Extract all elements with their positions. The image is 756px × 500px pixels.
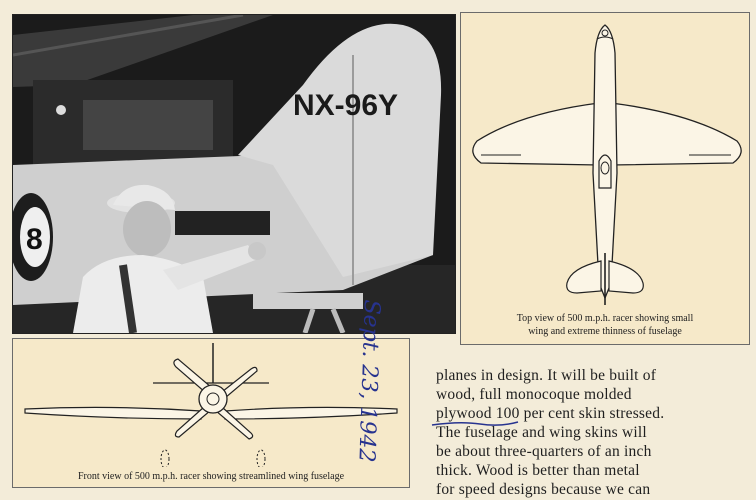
article-line: be about three-quarters of an inch: [436, 443, 652, 460]
article-line: planes in design. It will be built of: [436, 367, 657, 384]
article-line: plywood 100 per cent skin stressed.: [436, 405, 665, 422]
article-line: for speed designs because we can: [436, 481, 651, 498]
article-text: planes in design. It will be built of wo…: [436, 366, 754, 499]
tail-registration: NX-96Y: [293, 89, 398, 122]
top-view-caption-line2: wing and extreme thinness of fuselage: [528, 326, 682, 337]
ink-underline: [431, 421, 519, 426]
top-view-caption-line1: Top view of 500 m.p.h. racer showing sma…: [516, 313, 694, 324]
article-line: The fuselage and wing skins will: [436, 424, 647, 441]
front-view-drawing: Front view of 500 m.p.h. racer showing s…: [12, 338, 410, 488]
article-line: wood, full monocoque molded: [436, 386, 632, 403]
photo-illustration: NX-96Y 8: [13, 15, 455, 333]
front-view-plane: [24, 343, 398, 467]
top-view-plane: [472, 24, 742, 305]
top-view-caption: Top view of 500 m.p.h. racer showing sma…: [471, 312, 739, 338]
top-view-drawing: Top view of 500 m.p.h. racer showing sma…: [460, 12, 750, 345]
article-line: thick. Wood is better than metal: [436, 462, 640, 479]
front-view-caption: Front view of 500 m.p.h. racer showing s…: [77, 471, 345, 482]
roundel-number: 8: [26, 223, 43, 256]
aircraft-tail-photo: NX-96Y 8: [12, 14, 456, 334]
